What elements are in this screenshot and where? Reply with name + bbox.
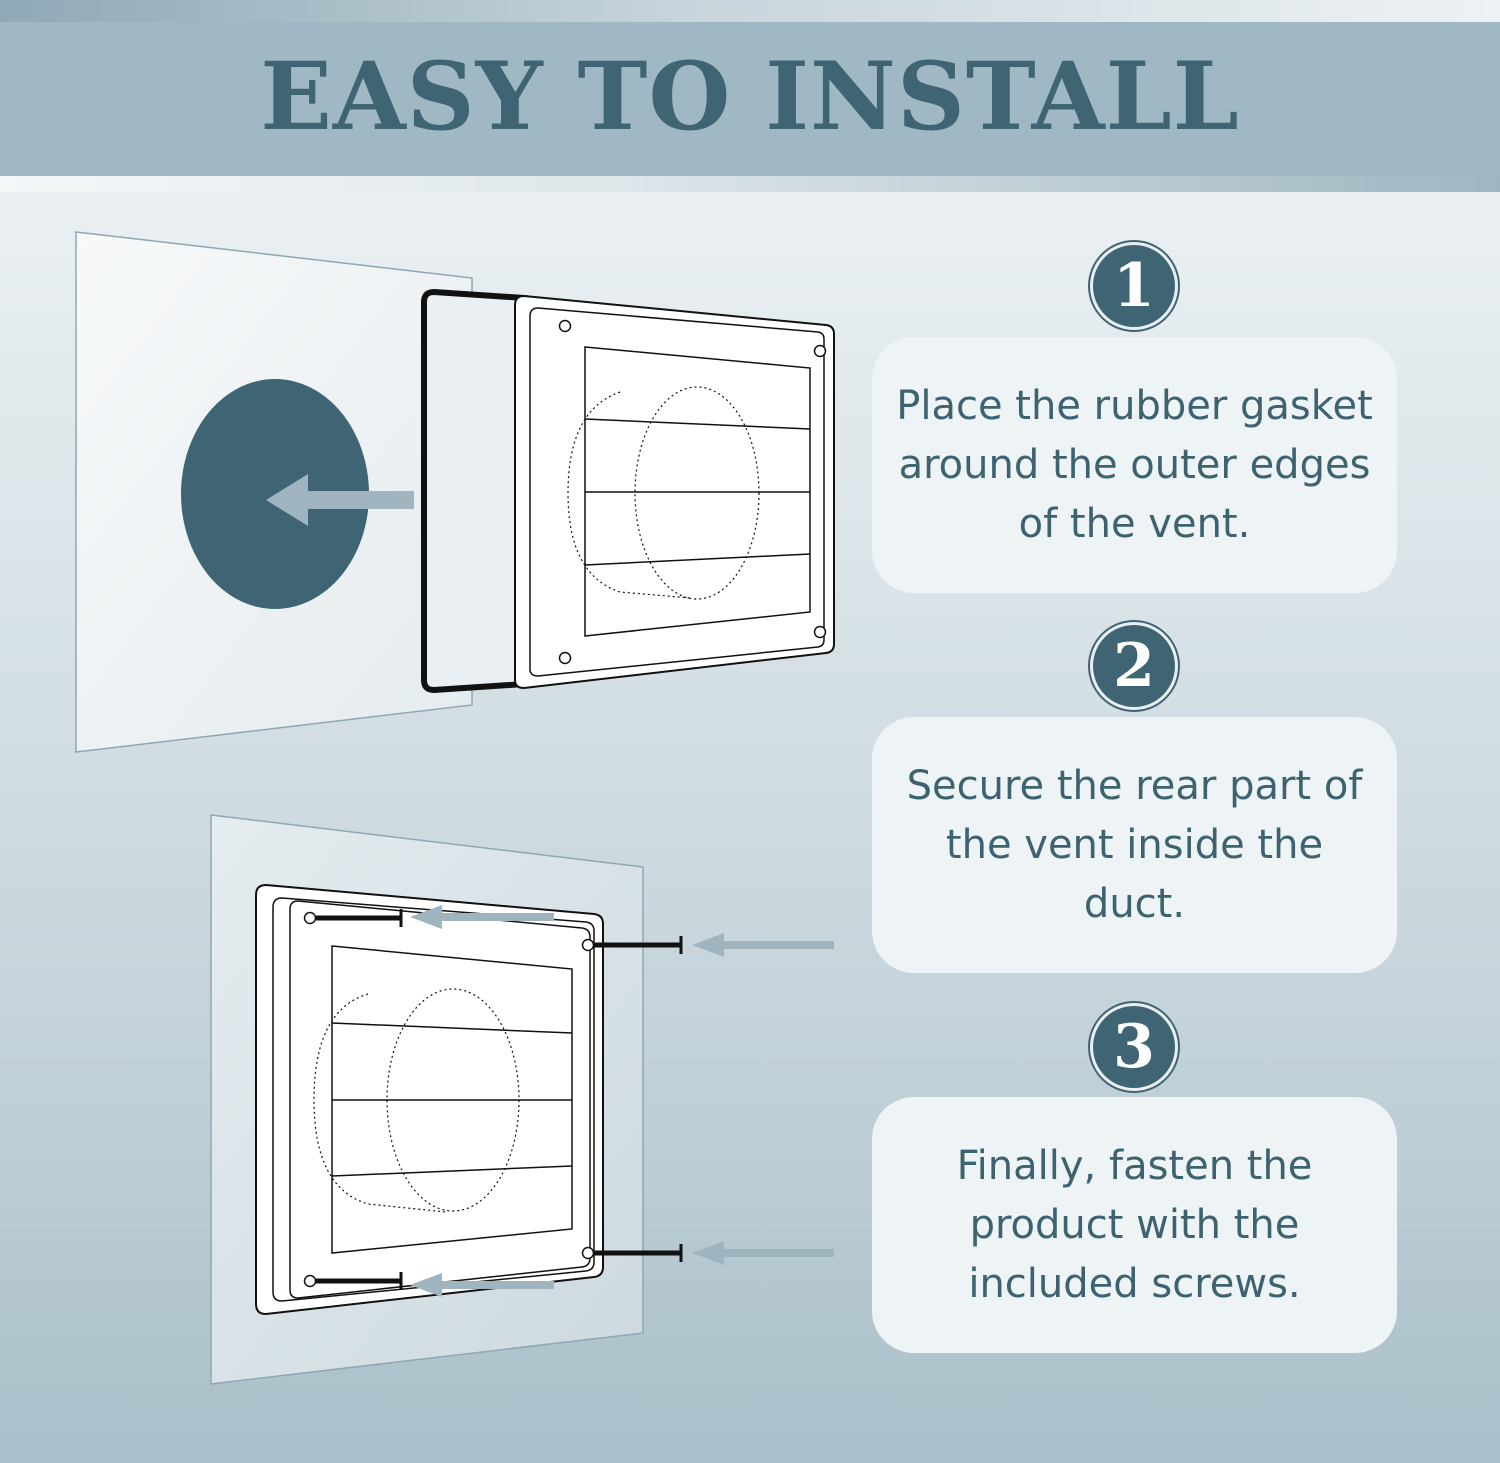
- hidden-duct-outline: [634, 386, 760, 600]
- screw-hole: [813, 625, 827, 639]
- step-2-badge: 2: [1093, 625, 1175, 707]
- rubber-gasket: [421, 288, 528, 694]
- header-underline: [0, 176, 1500, 192]
- fasten-arrow-icon: [410, 1273, 554, 1297]
- louver-line: [584, 553, 811, 566]
- step3-illustration: [210, 814, 834, 1385]
- fasten-arrow-icon: [410, 905, 554, 929]
- hidden-duct-outline: [567, 391, 691, 599]
- screw-hole: [813, 344, 827, 358]
- step-2-text: Secure the rear part of the vent inside …: [906, 762, 1363, 927]
- step-1-text: Place the rubber gasket around the outer…: [896, 382, 1373, 547]
- louver-line: [331, 1165, 573, 1177]
- insert-arrow-icon: [266, 474, 414, 526]
- step-3-card: Finally, fasten the product with the inc…: [872, 1097, 1397, 1353]
- step-1-badge: 1: [1093, 245, 1175, 327]
- top-decorative-strip: [0, 0, 1500, 22]
- louver-line: [584, 418, 811, 430]
- step-3-badge: 3: [1093, 1006, 1175, 1088]
- duct-hole: [181, 379, 369, 609]
- screw-icon: [581, 936, 683, 954]
- header-band: [0, 22, 1500, 176]
- screw-hole: [558, 651, 572, 665]
- screw-icon: [581, 1244, 683, 1262]
- screw-hole: [558, 319, 572, 333]
- fasten-arrow-icon: [692, 933, 834, 957]
- step-3-text: Finally, fasten the product with the inc…: [956, 1142, 1313, 1307]
- step-1-card: Place the rubber gasket around the outer…: [872, 337, 1397, 593]
- screw-icon: [303, 1272, 403, 1290]
- step1-illustration: [75, 231, 835, 753]
- fasten-arrow-icon: [692, 1241, 834, 1265]
- page-title: EASY TO INSTALL: [260, 42, 1240, 152]
- step-2-card: Secure the rear part of the vent inside …: [872, 717, 1397, 973]
- louver-line: [331, 1022, 573, 1034]
- screw-icon: [303, 909, 403, 927]
